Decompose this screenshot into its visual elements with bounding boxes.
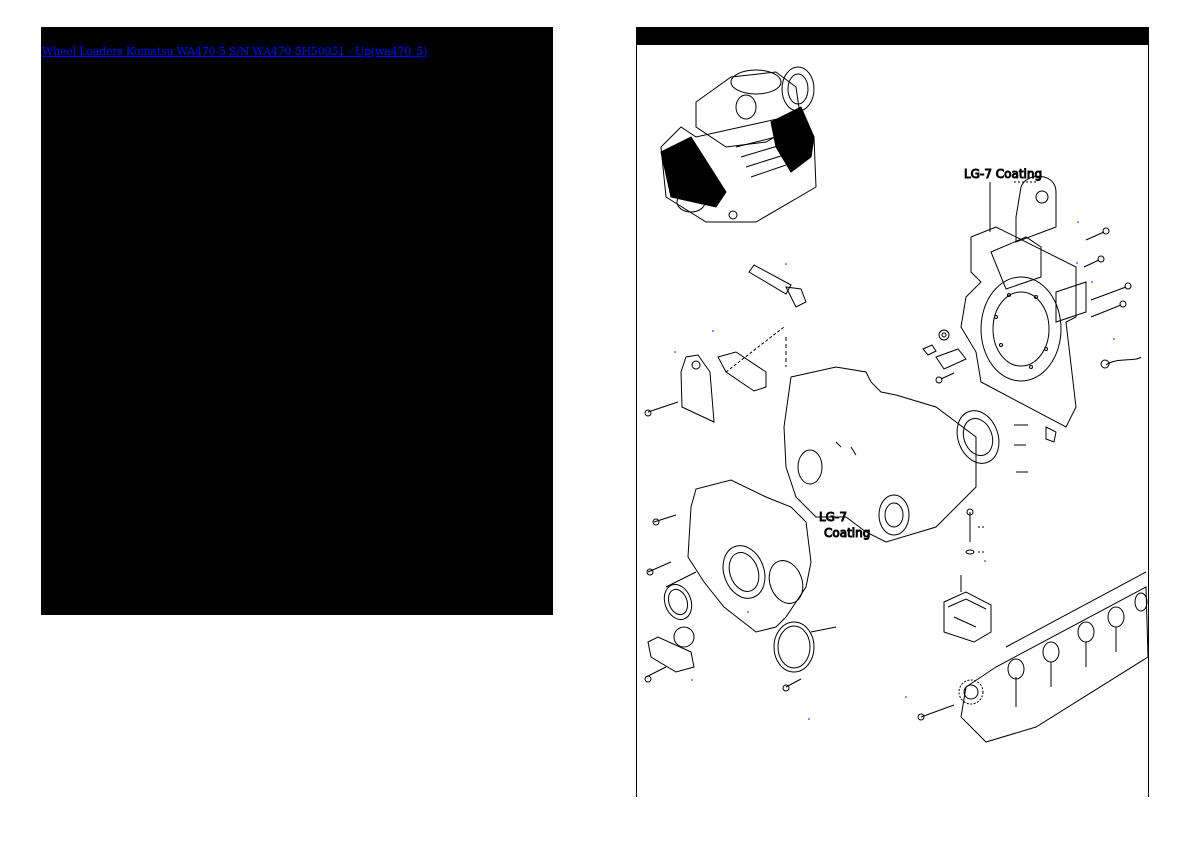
cylinder-block bbox=[960, 571, 1149, 743]
timing-gear-cover bbox=[646, 479, 812, 633]
housing-bolts bbox=[1083, 227, 1142, 369]
cam-gear bbox=[917, 679, 984, 721]
diagram-header-bar bbox=[636, 27, 1149, 45]
lg7-coating-label-mid-line1: LG-7 bbox=[819, 510, 847, 524]
flywheel-housing bbox=[960, 175, 1087, 428]
cam-lobes bbox=[1007, 592, 1148, 680]
callout-number-dots bbox=[674, 221, 1115, 720]
lg7-coating-label-top: LG-7 Coating bbox=[964, 167, 1042, 181]
diagram-frame bbox=[636, 27, 1149, 797]
oil-pump-assembly bbox=[943, 575, 992, 643]
left-black-panel: Wheel Loaders Komatsu WA470-5 S/N WA470-… bbox=[41, 27, 553, 615]
mounting-bracket bbox=[644, 326, 785, 423]
oil-pump-bolt bbox=[965, 508, 986, 555]
sensor-and-washer bbox=[922, 329, 967, 384]
document-title-link[interactable]: Wheel Loaders Komatsu WA470-5 S/N WA470-… bbox=[42, 45, 428, 58]
sleeve-part bbox=[748, 264, 807, 308]
oil-seal-right bbox=[956, 410, 1057, 473]
lg7-coating-label-mid-line2: Coating bbox=[824, 526, 870, 540]
engine-overview-illustration bbox=[660, 66, 817, 223]
lower-seals-and-plates bbox=[644, 584, 837, 692]
gear-case-center bbox=[783, 337, 977, 543]
parts-diagram: LG-7 Coating bbox=[644, 66, 1149, 743]
